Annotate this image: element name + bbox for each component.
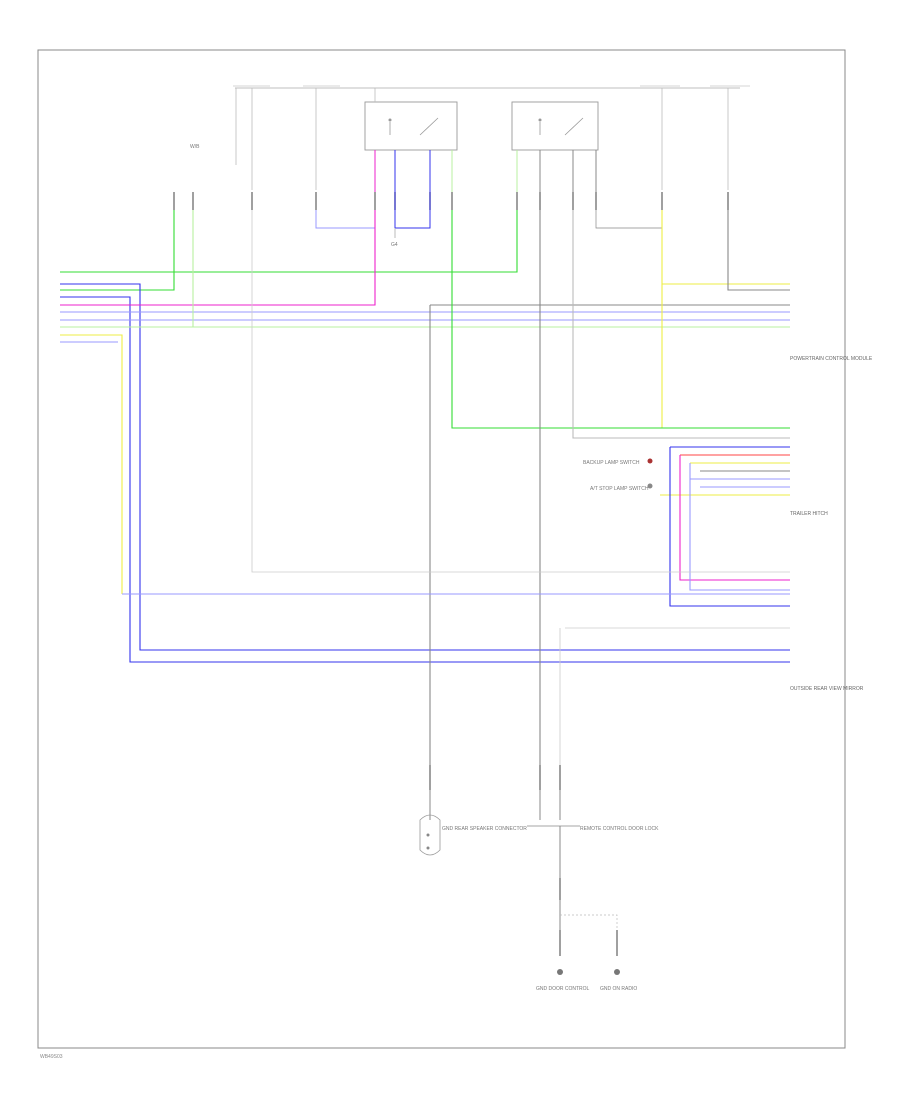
connector-label-powertrain: POWERTRAIN CONTROL MODULE xyxy=(790,356,873,362)
bottom-label-1: GND DOOR CONTROL xyxy=(536,986,590,992)
top-vertical-feeds xyxy=(235,88,729,190)
right-top-wires xyxy=(429,210,790,765)
left-harness xyxy=(60,210,790,663)
relay-box-right xyxy=(511,101,599,151)
lamp-switch-symbols xyxy=(647,458,653,489)
connector-label-trailer: TRAILER HITCH xyxy=(790,511,828,517)
connector-pins xyxy=(173,192,729,210)
relay-wiring xyxy=(315,150,663,229)
bottom-component-left xyxy=(419,814,441,856)
relay-box-left xyxy=(364,101,458,151)
bottom-connector-pins xyxy=(429,765,618,956)
lamp-switch-label-1: BACKUP LAMP SWITCH xyxy=(583,460,640,466)
footer-code: WB49S03 xyxy=(40,1054,63,1060)
ground-label-1: GND REAR SPEAKER CONNECTOR xyxy=(442,826,527,832)
ground-label-2: REMOTE CONTROL DOOR LOCK xyxy=(580,826,659,832)
ground-mid-label: G4 xyxy=(391,242,398,248)
grey-long-wires xyxy=(251,210,790,765)
diagram-border xyxy=(37,49,846,1049)
right-mid-wires xyxy=(122,210,790,765)
bottom-wiring xyxy=(429,790,618,930)
connector-label-mirror: OUTSIDE REAR VIEW MIRROR xyxy=(790,686,864,692)
splice-label-left: W/B xyxy=(190,144,200,150)
bottom-label-2: GND ON RADIO xyxy=(600,986,637,992)
ground-symbols xyxy=(557,969,620,975)
lamp-switch-label-2: A/T STOP LAMP SWITCH xyxy=(590,486,649,492)
